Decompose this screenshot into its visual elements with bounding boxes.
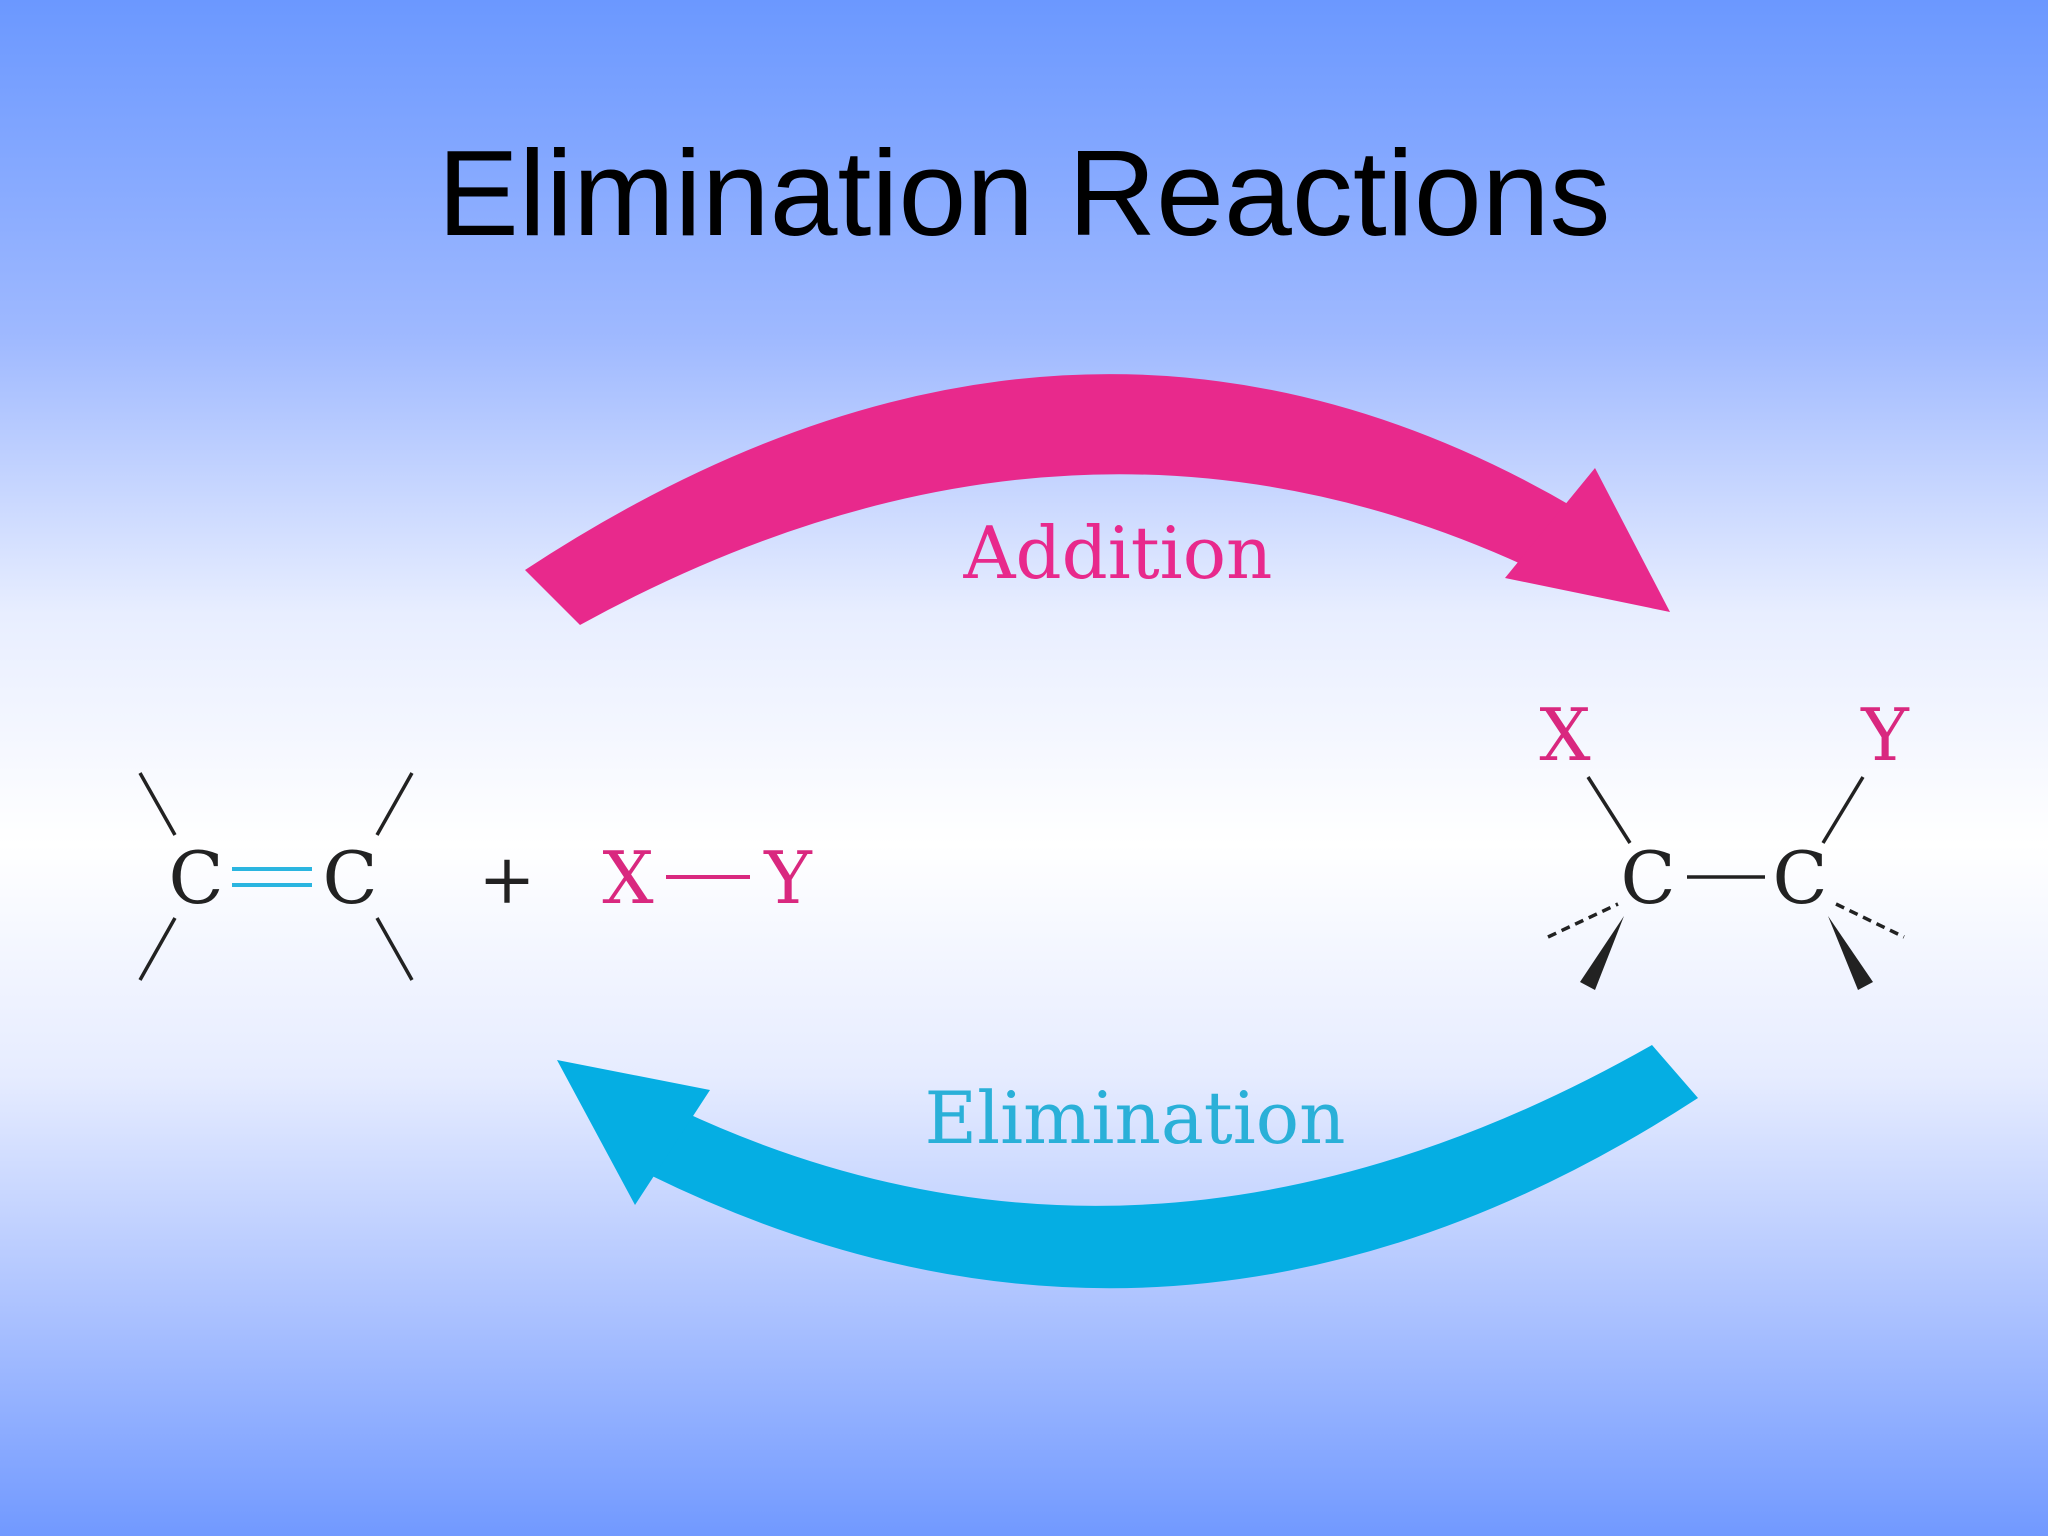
product-substituent-y: Y <box>1860 693 1910 777</box>
reagent-y: Y <box>763 836 813 920</box>
product-carbon-left: C <box>1620 836 1675 920</box>
product-bond-y <box>1821 776 1865 844</box>
alkene <box>138 772 414 981</box>
alkene-carbon-left: C <box>168 836 223 920</box>
elimination-arrow-body <box>650 1045 1698 1289</box>
slide-title: Elimination Reactions <box>437 125 1611 261</box>
product-dashed-left <box>1547 902 1619 939</box>
addition-label: Addition <box>963 511 1273 595</box>
product-wedge-right <box>1828 916 1873 990</box>
product-wedge-left <box>1580 916 1624 990</box>
addition-arrow-head <box>1505 468 1670 612</box>
alkene-carbon-right: C <box>322 836 377 920</box>
elimination-arrow-head <box>557 1060 710 1205</box>
elimination-arrow <box>557 1045 1698 1289</box>
addition-arrow-body <box>525 374 1595 625</box>
reagent-x: X <box>602 836 653 920</box>
alkene-bond-upper-right <box>375 772 414 836</box>
alkene-bond-lower-left <box>138 917 177 981</box>
product-substituent-x: X <box>1539 693 1590 777</box>
plus-sign: + <box>479 841 536 920</box>
elimination-label: Elimination <box>925 1076 1346 1160</box>
double-bond <box>232 867 312 887</box>
alkene-bond-upper-left <box>138 772 177 836</box>
product-bonds <box>1547 776 1905 939</box>
product-bond-x <box>1586 776 1632 844</box>
product-dashed-right <box>1835 902 1905 939</box>
product-carbon-right: C <box>1772 836 1827 920</box>
addition-arrow <box>525 374 1670 625</box>
alkene-bond-lower-right <box>375 917 414 981</box>
